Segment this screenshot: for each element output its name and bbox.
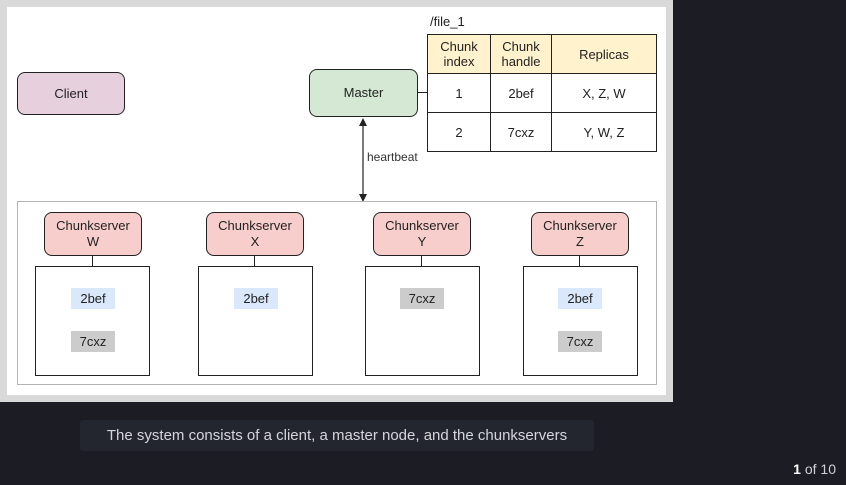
master-label: Master — [343, 85, 384, 100]
diagram-canvas: Client Master /file_1 Chunk index Chunk … — [7, 7, 666, 395]
master-table-connector — [418, 92, 428, 93]
cell-handle: 2bef — [490, 73, 552, 113]
file-label: /file_1 — [430, 14, 465, 29]
chunkserver-x-storage — [198, 266, 313, 376]
cell-handle: 7cxz — [490, 112, 552, 152]
chunkserver-z-connector — [579, 256, 580, 266]
master-node: Master — [309, 69, 418, 117]
chunkserver-y-storage — [365, 266, 480, 376]
table-row: 1 2bef X, Z, W — [427, 73, 657, 113]
heartbeat-label: heartbeat — [367, 150, 418, 164]
slide-pager: 1 of 10 — [793, 461, 836, 477]
chunk-chip: 2bef — [558, 288, 602, 309]
pager-current: 1 — [793, 461, 801, 477]
slide-caption: The system consists of a client, a maste… — [80, 420, 594, 451]
header-chunk-index: Chunk index — [427, 34, 491, 74]
header-replicas: Replicas — [551, 34, 657, 74]
chunk-chip: 7cxz — [558, 331, 602, 352]
cell-replicas: X, Z, W — [551, 73, 657, 113]
chunkserver-x-connector — [254, 256, 255, 266]
chunkserver-z-storage — [523, 266, 638, 376]
chunk-chip: 7cxz — [71, 331, 115, 352]
heartbeat-arrow — [359, 118, 367, 202]
cell-index: 1 — [427, 73, 491, 113]
client-node: Client — [17, 72, 125, 115]
caption-text: The system consists of a client, a maste… — [106, 427, 568, 444]
chunk-chip: 2bef — [71, 288, 115, 309]
pager-total: of 10 — [804, 461, 836, 477]
table-row: 2 7cxz Y, W, Z — [427, 112, 657, 152]
chunk-table-header: Chunk index Chunk handle Replicas — [427, 34, 657, 74]
chunk-table: Chunk index Chunk handle Replicas 1 2bef — [427, 34, 657, 152]
cell-index: 2 — [427, 112, 491, 152]
client-label: Client — [54, 85, 88, 101]
chunkserver-cluster — [17, 201, 657, 385]
header-chunk-handle: Chunk handle — [490, 34, 552, 74]
chunk-chip: 7cxz — [400, 288, 444, 309]
chunk-chip: 2bef — [234, 288, 278, 309]
chunkserver-w-connector — [92, 256, 93, 266]
chunkserver-y-connector — [421, 256, 422, 266]
chunkserver-w-storage — [35, 266, 150, 376]
cell-replicas: Y, W, Z — [551, 112, 657, 152]
slide-stage: Client Master /file_1 Chunk index Chunk … — [0, 0, 673, 402]
